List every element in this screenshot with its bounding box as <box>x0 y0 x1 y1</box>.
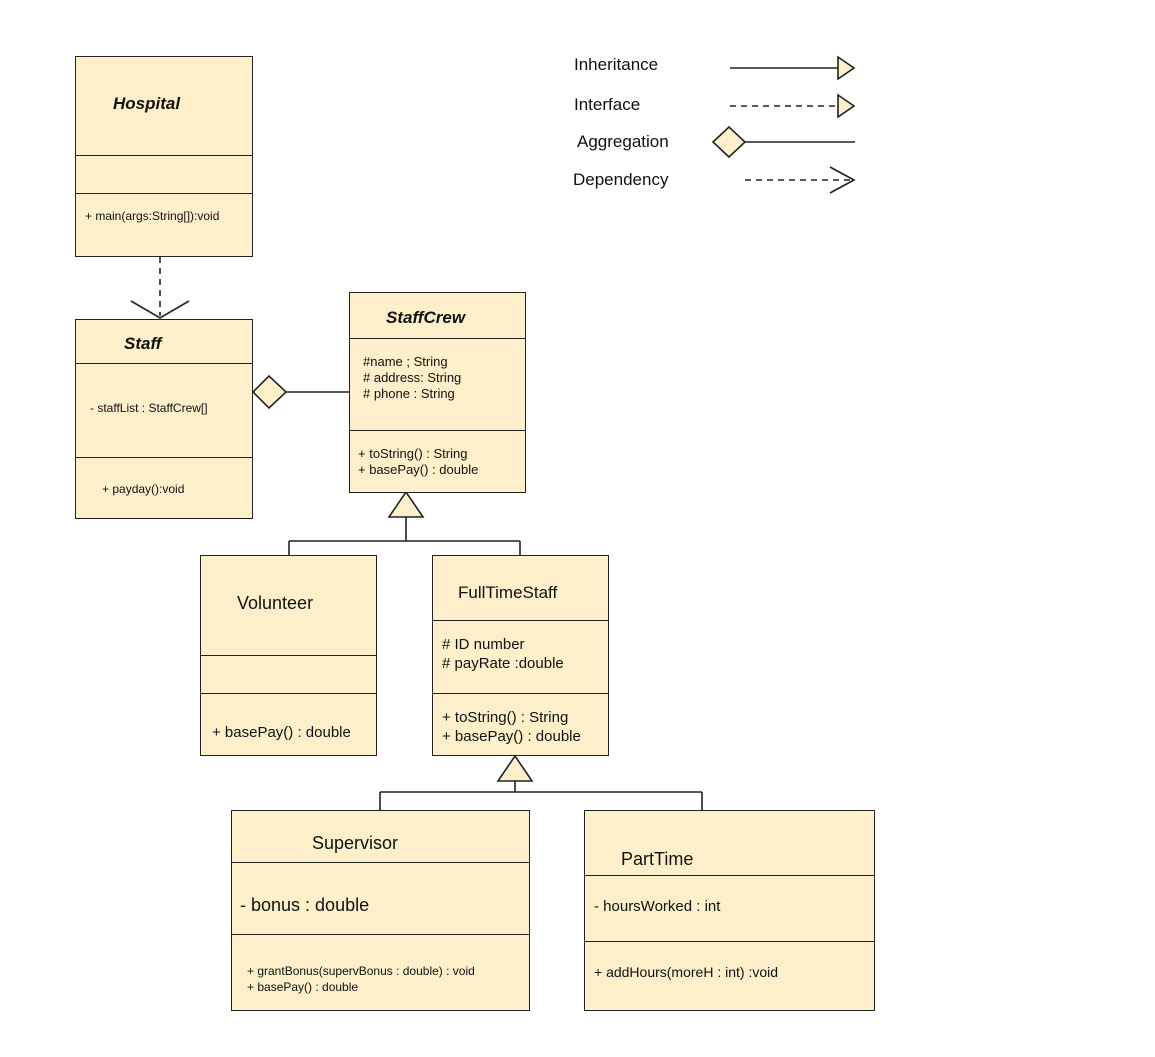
class-staff-attribute: - staffList : StaffCrew[] <box>90 401 208 415</box>
class-volunteer-name: Volunteer <box>237 593 314 613</box>
class-staff-divider-2 <box>76 457 252 458</box>
class-staffcrew[interactable]: StaffCrew #name ; String # address: Stri… <box>349 292 526 493</box>
class-supervisor-divider-1 <box>232 862 529 863</box>
class-hospital-divider-2 <box>76 193 252 194</box>
class-staffcrew-method-1: + toString() : String <box>358 446 468 461</box>
class-staff-name: Staff <box>124 334 162 353</box>
class-supervisor[interactable]: Supervisor - bonus : double + grantBonus… <box>231 810 530 1011</box>
legend-inheritance-label: Inheritance <box>574 55 659 74</box>
class-parttime-name: PartTime <box>621 849 694 869</box>
class-volunteer-method: + basePay() : double <box>212 724 351 741</box>
class-parttime-attribute: - hoursWorked : int <box>594 898 721 915</box>
dependency-hospital-staff <box>130 257 190 319</box>
class-parttime-divider-2 <box>585 941 874 942</box>
class-fulltimestaff-divider-1 <box>433 620 608 621</box>
class-supervisor-attribute: - bonus : double <box>240 895 370 915</box>
legend-interface-label: Interface <box>574 95 641 114</box>
legend-aggregation-symbol <box>711 125 855 159</box>
class-staffcrew-attribute-3: # phone : String <box>363 386 455 401</box>
class-fulltimestaff[interactable]: FullTimeStaff # ID number # payRate :dou… <box>432 555 609 756</box>
class-fulltimestaff-attribute-1: # ID number <box>442 636 525 653</box>
class-fulltimestaff-attribute-2: # payRate :double <box>442 655 564 672</box>
class-supervisor-method-1: + grantBonus(supervBonus : double) : voi… <box>247 964 475 978</box>
class-hospital-divider-1 <box>76 155 252 156</box>
class-staff[interactable]: Staff - staffList : StaffCrew[] + payday… <box>75 319 253 519</box>
legend-dependency-symbol <box>745 166 856 194</box>
class-parttime[interactable]: PartTime - hoursWorked : int + addHours(… <box>584 810 875 1011</box>
class-supervisor-name: Supervisor <box>312 833 399 853</box>
class-fulltimestaff-name: FullTimeStaff <box>458 583 558 602</box>
class-staff-divider-1 <box>76 363 252 364</box>
class-staffcrew-divider-1 <box>350 338 525 339</box>
legend-interface-symbol <box>730 93 856 119</box>
class-staffcrew-divider-2 <box>350 430 525 431</box>
legend-aggregation-label: Aggregation <box>577 132 669 151</box>
class-fulltimestaff-method-2: + basePay() : double <box>442 728 581 745</box>
class-volunteer-divider-2 <box>201 693 376 694</box>
class-volunteer-divider-1 <box>201 655 376 656</box>
class-supervisor-method-2: + basePay() : double <box>247 980 359 994</box>
class-volunteer[interactable]: Volunteer + basePay() : double <box>200 555 377 756</box>
class-staffcrew-method-2: + basePay() : double <box>358 462 479 477</box>
class-hospital[interactable]: Hospital + main(args:String[]):void <box>75 56 253 257</box>
class-parttime-method: + addHours(moreH : int) :void <box>594 964 779 980</box>
class-staffcrew-attribute-2: # address: String <box>363 370 462 385</box>
class-staffcrew-attribute-1: #name ; String <box>363 354 448 369</box>
class-hospital-name: Hospital <box>113 94 181 113</box>
class-fulltimestaff-divider-2 <box>433 693 608 694</box>
aggregation-staff-staffcrew <box>251 374 349 410</box>
inheritance-staffcrew-children <box>288 490 521 555</box>
class-fulltimestaff-method-1: + toString() : String <box>442 709 569 726</box>
legend-dependency-label: Dependency <box>573 170 669 189</box>
class-parttime-divider-1 <box>585 875 874 876</box>
class-supervisor-divider-2 <box>232 934 529 935</box>
class-staffcrew-name: StaffCrew <box>386 308 466 327</box>
legend-inheritance-symbol <box>730 55 856 81</box>
class-hospital-method: + main(args:String[]):void <box>85 209 220 223</box>
class-staff-method: + payday():void <box>102 482 185 496</box>
inheritance-fulltimestaff-children <box>379 754 703 810</box>
